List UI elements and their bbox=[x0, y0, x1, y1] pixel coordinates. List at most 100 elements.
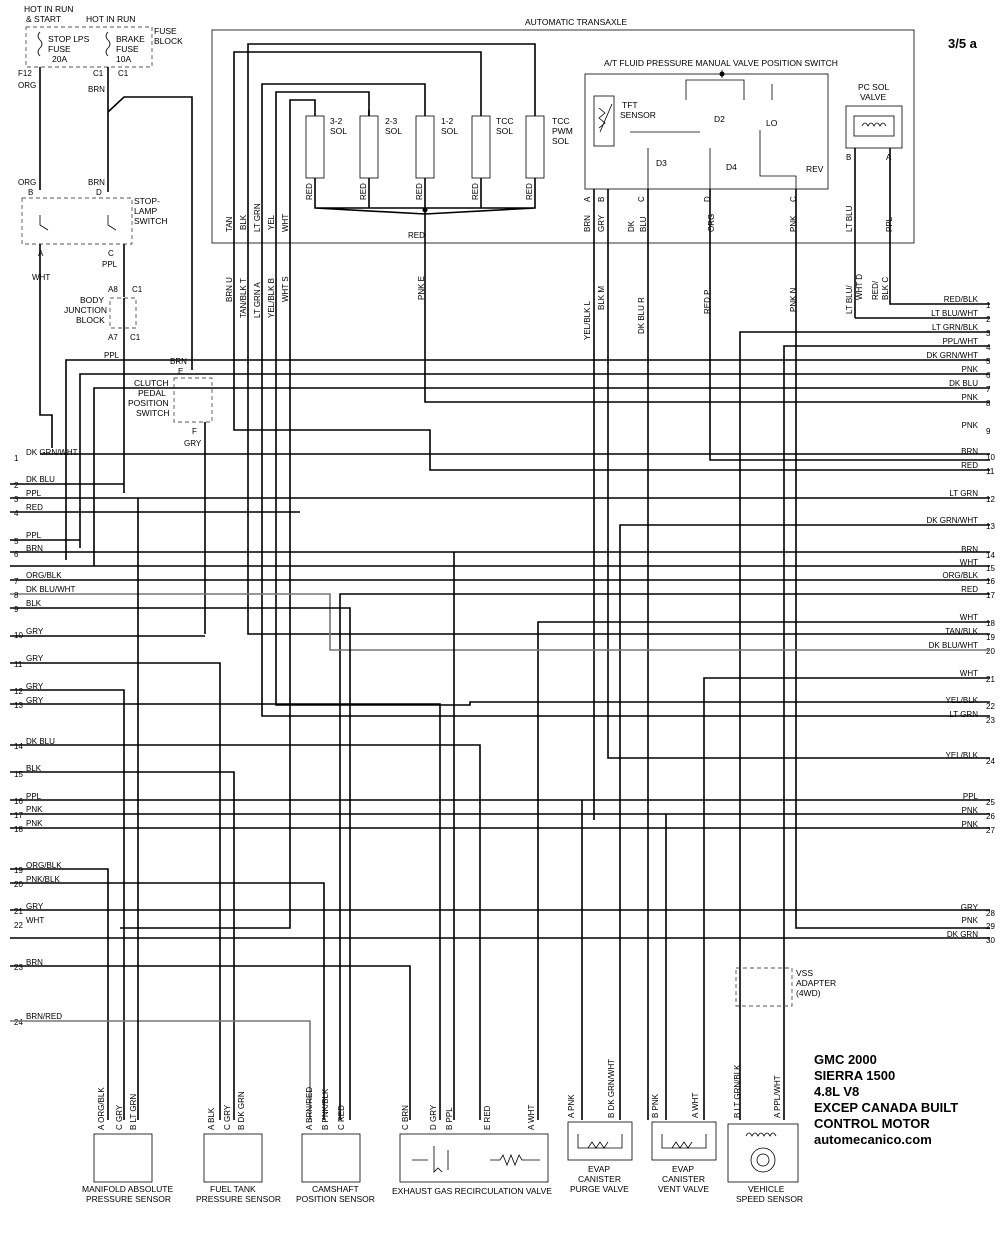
svg-text:BRN U: BRN U bbox=[225, 277, 234, 302]
sol-3-2-wire bbox=[289, 99, 316, 265]
svg-text:C1: C1 bbox=[118, 69, 129, 78]
svg-text:WHT: WHT bbox=[32, 273, 50, 282]
dkblu-run-7 bbox=[93, 387, 990, 566]
brake-fuse-line2: FUSE bbox=[116, 44, 139, 54]
vss-adapter-line3: (4WD) bbox=[796, 988, 821, 998]
svg-text:ORG/BLK: ORG/BLK bbox=[26, 861, 62, 870]
svg-text:4: 4 bbox=[986, 343, 991, 352]
svg-text:YEL: YEL bbox=[267, 214, 276, 230]
svg-text:RED: RED bbox=[305, 183, 314, 200]
svg-text:YEL/BLK: YEL/BLK bbox=[946, 696, 979, 705]
svg-text:BLK C: BLK C bbox=[881, 277, 890, 300]
pc-sol-line1: PC SOL bbox=[858, 82, 889, 92]
svg-text:14: 14 bbox=[14, 742, 23, 751]
svg-text:WHT: WHT bbox=[960, 558, 978, 567]
svg-text:B LT GRN/BLK: B LT GRN/BLK bbox=[733, 1064, 742, 1118]
svg-text:20: 20 bbox=[14, 880, 23, 889]
svg-text:DK BLU/WHT: DK BLU/WHT bbox=[929, 641, 978, 650]
svg-text:24: 24 bbox=[986, 757, 995, 766]
clutch-line4: SWITCH bbox=[136, 408, 170, 418]
svg-text:BRN: BRN bbox=[88, 178, 105, 187]
svg-text:WHT: WHT bbox=[281, 214, 290, 232]
pc-sol-line2: VALVE bbox=[860, 92, 886, 102]
svg-text:BRN: BRN bbox=[170, 357, 187, 366]
svg-text:C1: C1 bbox=[93, 69, 104, 78]
svg-text:12: 12 bbox=[986, 495, 995, 504]
svg-text:PNK: PNK bbox=[26, 819, 43, 828]
svg-text:C RED: C RED bbox=[337, 1105, 346, 1130]
svg-text:16: 16 bbox=[986, 577, 995, 586]
svg-text:C: C bbox=[637, 196, 646, 202]
svg-text:A ORG/BLK: A ORG/BLK bbox=[97, 1087, 106, 1130]
svg-text:PNK N: PNK N bbox=[789, 287, 798, 312]
svg-text:DK BLU R: DK BLU R bbox=[637, 297, 646, 334]
svg-text:E RED: E RED bbox=[483, 1105, 492, 1130]
svg-text:SOL: SOL bbox=[385, 126, 402, 136]
svg-text:ORG: ORG bbox=[707, 214, 716, 232]
svg-text:LT GRN A: LT GRN A bbox=[253, 282, 262, 318]
svg-text:RED/: RED/ bbox=[871, 280, 880, 300]
svg-text:B DK GRN: B DK GRN bbox=[237, 1091, 246, 1130]
fuse-block-outline bbox=[25, 26, 153, 68]
svg-text:BLK: BLK bbox=[239, 214, 248, 230]
svg-text:FUEL TANK: FUEL TANK bbox=[210, 1184, 256, 1194]
svg-text:SOL: SOL bbox=[496, 126, 513, 136]
svg-text:LT GRN: LT GRN bbox=[949, 489, 978, 498]
svg-text:6: 6 bbox=[14, 550, 19, 559]
svg-text:A PNK: A PNK bbox=[567, 1094, 576, 1118]
svg-text:A WHT: A WHT bbox=[691, 1093, 700, 1118]
red-run-17 bbox=[339, 593, 990, 1120]
ppl-wht-run bbox=[783, 345, 990, 1120]
svg-text:PPL: PPL bbox=[885, 216, 894, 232]
solenoid-tcc: TCC SOL bbox=[471, 115, 513, 179]
svg-text:VENT VALVE: VENT VALVE bbox=[658, 1184, 709, 1194]
solenoid-3-2: 3-2 SOL bbox=[305, 115, 347, 179]
svg-text:14: 14 bbox=[986, 551, 995, 560]
svg-text:C1: C1 bbox=[132, 285, 143, 294]
vss-adapter-outline bbox=[735, 967, 793, 1007]
svg-text:LT GRN: LT GRN bbox=[253, 203, 262, 232]
svg-text:PNK: PNK bbox=[26, 805, 43, 814]
svg-text:17: 17 bbox=[14, 811, 23, 820]
svg-text:WHT S: WHT S bbox=[281, 276, 290, 302]
svg-text:C: C bbox=[108, 249, 114, 258]
stoplamp-line1: STOP- bbox=[134, 196, 160, 206]
stop-fuse-line2: FUSE bbox=[48, 44, 71, 54]
svg-text:18: 18 bbox=[14, 825, 23, 834]
svg-text:GRY: GRY bbox=[184, 439, 202, 448]
wht-from-stoplamp bbox=[39, 244, 53, 448]
svg-text:16: 16 bbox=[14, 797, 23, 806]
svg-text:RED/BLK: RED/BLK bbox=[944, 295, 979, 304]
sol-1-2-wire bbox=[261, 83, 426, 265]
body-junction-line1: BODY bbox=[80, 295, 104, 305]
hot-run-label: HOT IN RUN bbox=[86, 14, 135, 24]
dkgrn-wht-run bbox=[65, 359, 990, 560]
svg-text:C GRY: C GRY bbox=[223, 1104, 232, 1130]
svg-text:D: D bbox=[96, 188, 102, 197]
svg-text:TCC: TCC bbox=[552, 116, 569, 126]
svg-text:A PPL/WHT: A PPL/WHT bbox=[773, 1075, 782, 1118]
svg-text:WHT: WHT bbox=[960, 669, 978, 678]
title-block: GMC 2000 SIERRA 1500 4.8L V8 EXCEP CANAD… bbox=[814, 1052, 958, 1147]
svg-text:PPL: PPL bbox=[26, 489, 42, 498]
stoplamp-contacts bbox=[39, 215, 117, 231]
solenoid-2-3: 2-3 SOL bbox=[359, 115, 402, 179]
svg-text:PWM: PWM bbox=[552, 126, 573, 136]
svg-text:YEL/BLK: YEL/BLK bbox=[946, 751, 979, 760]
svg-text:F12: F12 bbox=[18, 69, 32, 78]
svg-text:PNK E: PNK E bbox=[417, 276, 426, 300]
sol-pwm-wire bbox=[247, 43, 536, 265]
svg-text:PNK: PNK bbox=[962, 421, 979, 430]
pc-sol-valve bbox=[845, 105, 903, 149]
svg-text:23: 23 bbox=[986, 716, 995, 725]
blk-run-15 bbox=[10, 771, 235, 1120]
egr-valve: C BRN D GRY B PPL E RED A WHT EXHAUST GA… bbox=[392, 1104, 552, 1196]
svg-text:PURGE VALVE: PURGE VALVE bbox=[570, 1184, 629, 1194]
svg-text:BRN: BRN bbox=[961, 545, 978, 554]
svg-text:A7: A7 bbox=[108, 333, 118, 342]
evap-purge-valve: A PNK B DK GRN/WHT EVAP CANISTER PURGE V… bbox=[567, 1059, 633, 1194]
svg-text:WHT: WHT bbox=[960, 613, 978, 622]
fuel-tank-pressure-sensor: A BLK C GRY B DK GRN FUEL TANK PRESSURE … bbox=[196, 1091, 281, 1204]
svg-text:TAN/BLK: TAN/BLK bbox=[945, 627, 978, 636]
